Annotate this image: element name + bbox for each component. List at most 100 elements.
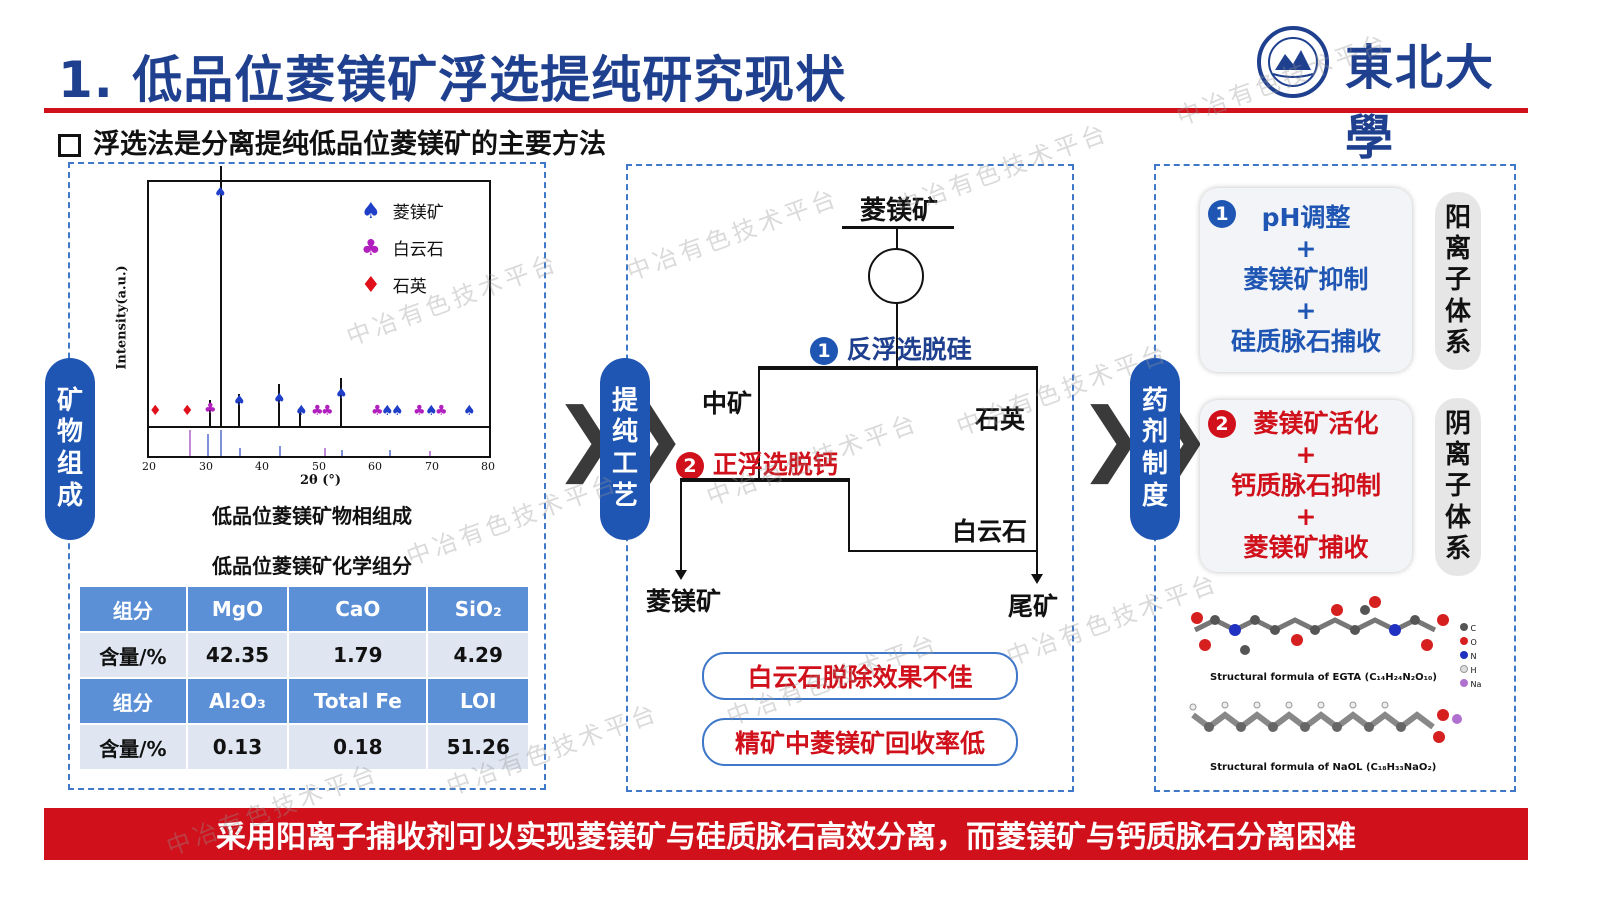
step2-badge: 2 xyxy=(676,452,704,480)
side-char: 阴 xyxy=(1444,409,1471,440)
table-row: 含量/% 42.35 1.79 4.29 xyxy=(80,633,528,677)
concentrate-label: 菱镁矿 xyxy=(646,587,722,616)
side-char: 子 xyxy=(1444,265,1471,296)
section-subtitle: 浮选法是分离提纯低品位菱镁矿的主要方法 xyxy=(58,122,606,161)
legend-item-magnesite: ♠ 菱镁矿 xyxy=(361,194,444,231)
xrd-peak xyxy=(278,384,280,428)
middlings-label: 中矿 xyxy=(702,389,753,418)
atom-label: H xyxy=(1470,666,1477,675)
egta-molecule-icon xyxy=(1191,596,1449,655)
xrd-peak xyxy=(340,378,342,428)
xrd-ref-line xyxy=(239,448,241,456)
xrd-xlabel: 2θ (°) xyxy=(300,473,342,488)
table-cell: 组分 xyxy=(80,679,186,723)
pill-char: 组 xyxy=(56,449,83,479)
x-tick-label: 70 xyxy=(425,460,439,473)
naol-molecule-icon xyxy=(1189,701,1462,743)
x-tick-label: 60 xyxy=(368,460,382,473)
xrd-ylabel: Intensity(a.u.) xyxy=(114,265,130,370)
university-name: 東北大學 xyxy=(1345,40,1496,166)
pill-purification-process: 提 纯 工 艺 xyxy=(600,358,650,540)
dolomite-legend-icon: ♣ xyxy=(361,236,381,261)
magnesite-marker: ♠ xyxy=(335,386,348,402)
xrd-ref-line xyxy=(429,451,431,456)
step1-text: 反浮选脱硅 xyxy=(846,335,972,364)
card2-badge: 2 xyxy=(1208,410,1236,438)
pill-char: 矿 xyxy=(56,385,83,416)
dolomite-marker: ♣ xyxy=(371,403,384,419)
cationic-system-card: 1 pH调整 + 菱镁矿抑制 + 硅质脉石捕收 xyxy=(1200,188,1412,372)
pill-char: 艺 xyxy=(611,480,638,511)
arrow-down-icon xyxy=(1031,574,1043,584)
side-char: 阳 xyxy=(1444,203,1471,234)
quartz-marker: ♦ xyxy=(149,403,162,419)
flow-line xyxy=(848,482,850,552)
xrd-peak xyxy=(299,408,301,428)
title-divider xyxy=(44,108,1528,113)
pill-char: 物 xyxy=(56,417,83,448)
legend-label: 白云石 xyxy=(392,240,444,260)
xrd-ref-line xyxy=(389,450,391,456)
atom-label: N xyxy=(1470,652,1477,661)
card1-line: + xyxy=(1295,296,1317,325)
page-title: 1. 低品位菱镁矿浮选提纯研究现状 xyxy=(58,51,847,109)
xrd-caption: 低品位菱镁矿物相组成 xyxy=(212,504,412,528)
step2-label: 2 正浮选脱钙 xyxy=(676,445,838,481)
x-tick-label: 20 xyxy=(142,460,156,473)
pill-char: 工 xyxy=(611,449,638,479)
flow-line xyxy=(848,550,1038,552)
xrd-ref-line xyxy=(207,434,209,456)
quartz-marker: ♦ xyxy=(181,403,194,419)
pill-char: 提 xyxy=(611,385,638,416)
table-cell: Al₂O₃ xyxy=(187,679,288,723)
table-cell: 0.18 xyxy=(289,725,427,769)
x-tick-label: 30 xyxy=(199,460,213,473)
flow-feed-label: 菱镁矿 xyxy=(860,196,939,226)
legend-item-dolomite: ♣ 白云石 xyxy=(361,231,444,268)
feed-bar xyxy=(842,226,954,229)
xrd-ref-line xyxy=(279,446,281,456)
magnesite-marker: ♠ xyxy=(391,403,404,419)
xrd-peak xyxy=(209,400,211,428)
legend-label: 菱镁矿 xyxy=(392,203,444,223)
xrd-ref-line xyxy=(324,448,326,456)
dolomite-marker: ♣ xyxy=(413,403,426,419)
side-char: 系 xyxy=(1444,533,1471,564)
card1-line: 菱镁矿抑制 xyxy=(1243,265,1369,294)
xrd-plot-area: ♠ ♦ ♦ ♣ ♠ ♠ ♠ ♠ ♣ ♣ ♣ ♠ ♠ ♣ ♠ ♣ ♠ ♠菱镁矿 ♣… xyxy=(147,166,491,458)
pill-char: 剂 xyxy=(1141,417,1168,448)
dolomite-marker: ♣ xyxy=(204,401,217,417)
flow-line xyxy=(896,302,898,368)
pill-char: 度 xyxy=(1141,480,1168,511)
arrow-down-icon xyxy=(675,570,687,580)
x-tick-label: 50 xyxy=(312,460,326,473)
card1-line: 硅质脉石捕收 xyxy=(1230,327,1381,356)
flow-line xyxy=(758,370,760,480)
magnesite-marker: ♠ xyxy=(214,185,227,201)
flotation-cell-2 xyxy=(680,478,850,482)
table-cell: 4.29 xyxy=(428,633,528,677)
step1-label: 1 反浮选脱硅 xyxy=(810,330,972,366)
table-row: 含量/% 0.13 0.18 51.26 xyxy=(80,725,528,769)
card1-line: pH调整 xyxy=(1261,203,1351,232)
magnesite-legend-icon: ♠ xyxy=(361,199,381,224)
flow-line xyxy=(1036,370,1038,580)
side-char: 离 xyxy=(1444,234,1471,265)
magnesite-marker: ♠ xyxy=(295,403,308,419)
table-cell: 51.26 xyxy=(428,725,528,769)
anionic-system-label: 阴 离 子 体 系 xyxy=(1435,398,1481,576)
legend-label: 石英 xyxy=(392,277,427,297)
card2-line: + xyxy=(1295,502,1317,531)
pill-char: 纯 xyxy=(611,417,638,448)
magnesite-marker: ♠ xyxy=(273,391,286,407)
side-char: 子 xyxy=(1444,471,1471,502)
pill-char: 成 xyxy=(56,480,83,511)
issue-note: 白云石脱除效果不佳 xyxy=(702,652,1018,700)
dolomite-marker: ♣ xyxy=(321,403,334,419)
dolomite-marker: ♣ xyxy=(311,403,324,419)
legend-item-quartz: ♦石英 xyxy=(361,268,444,305)
table-cell: SiO₂ xyxy=(428,587,528,631)
atom-label: C xyxy=(1470,624,1477,633)
card2-line: 菱镁矿活化 xyxy=(1253,409,1379,438)
table-cell: LOI xyxy=(428,679,528,723)
